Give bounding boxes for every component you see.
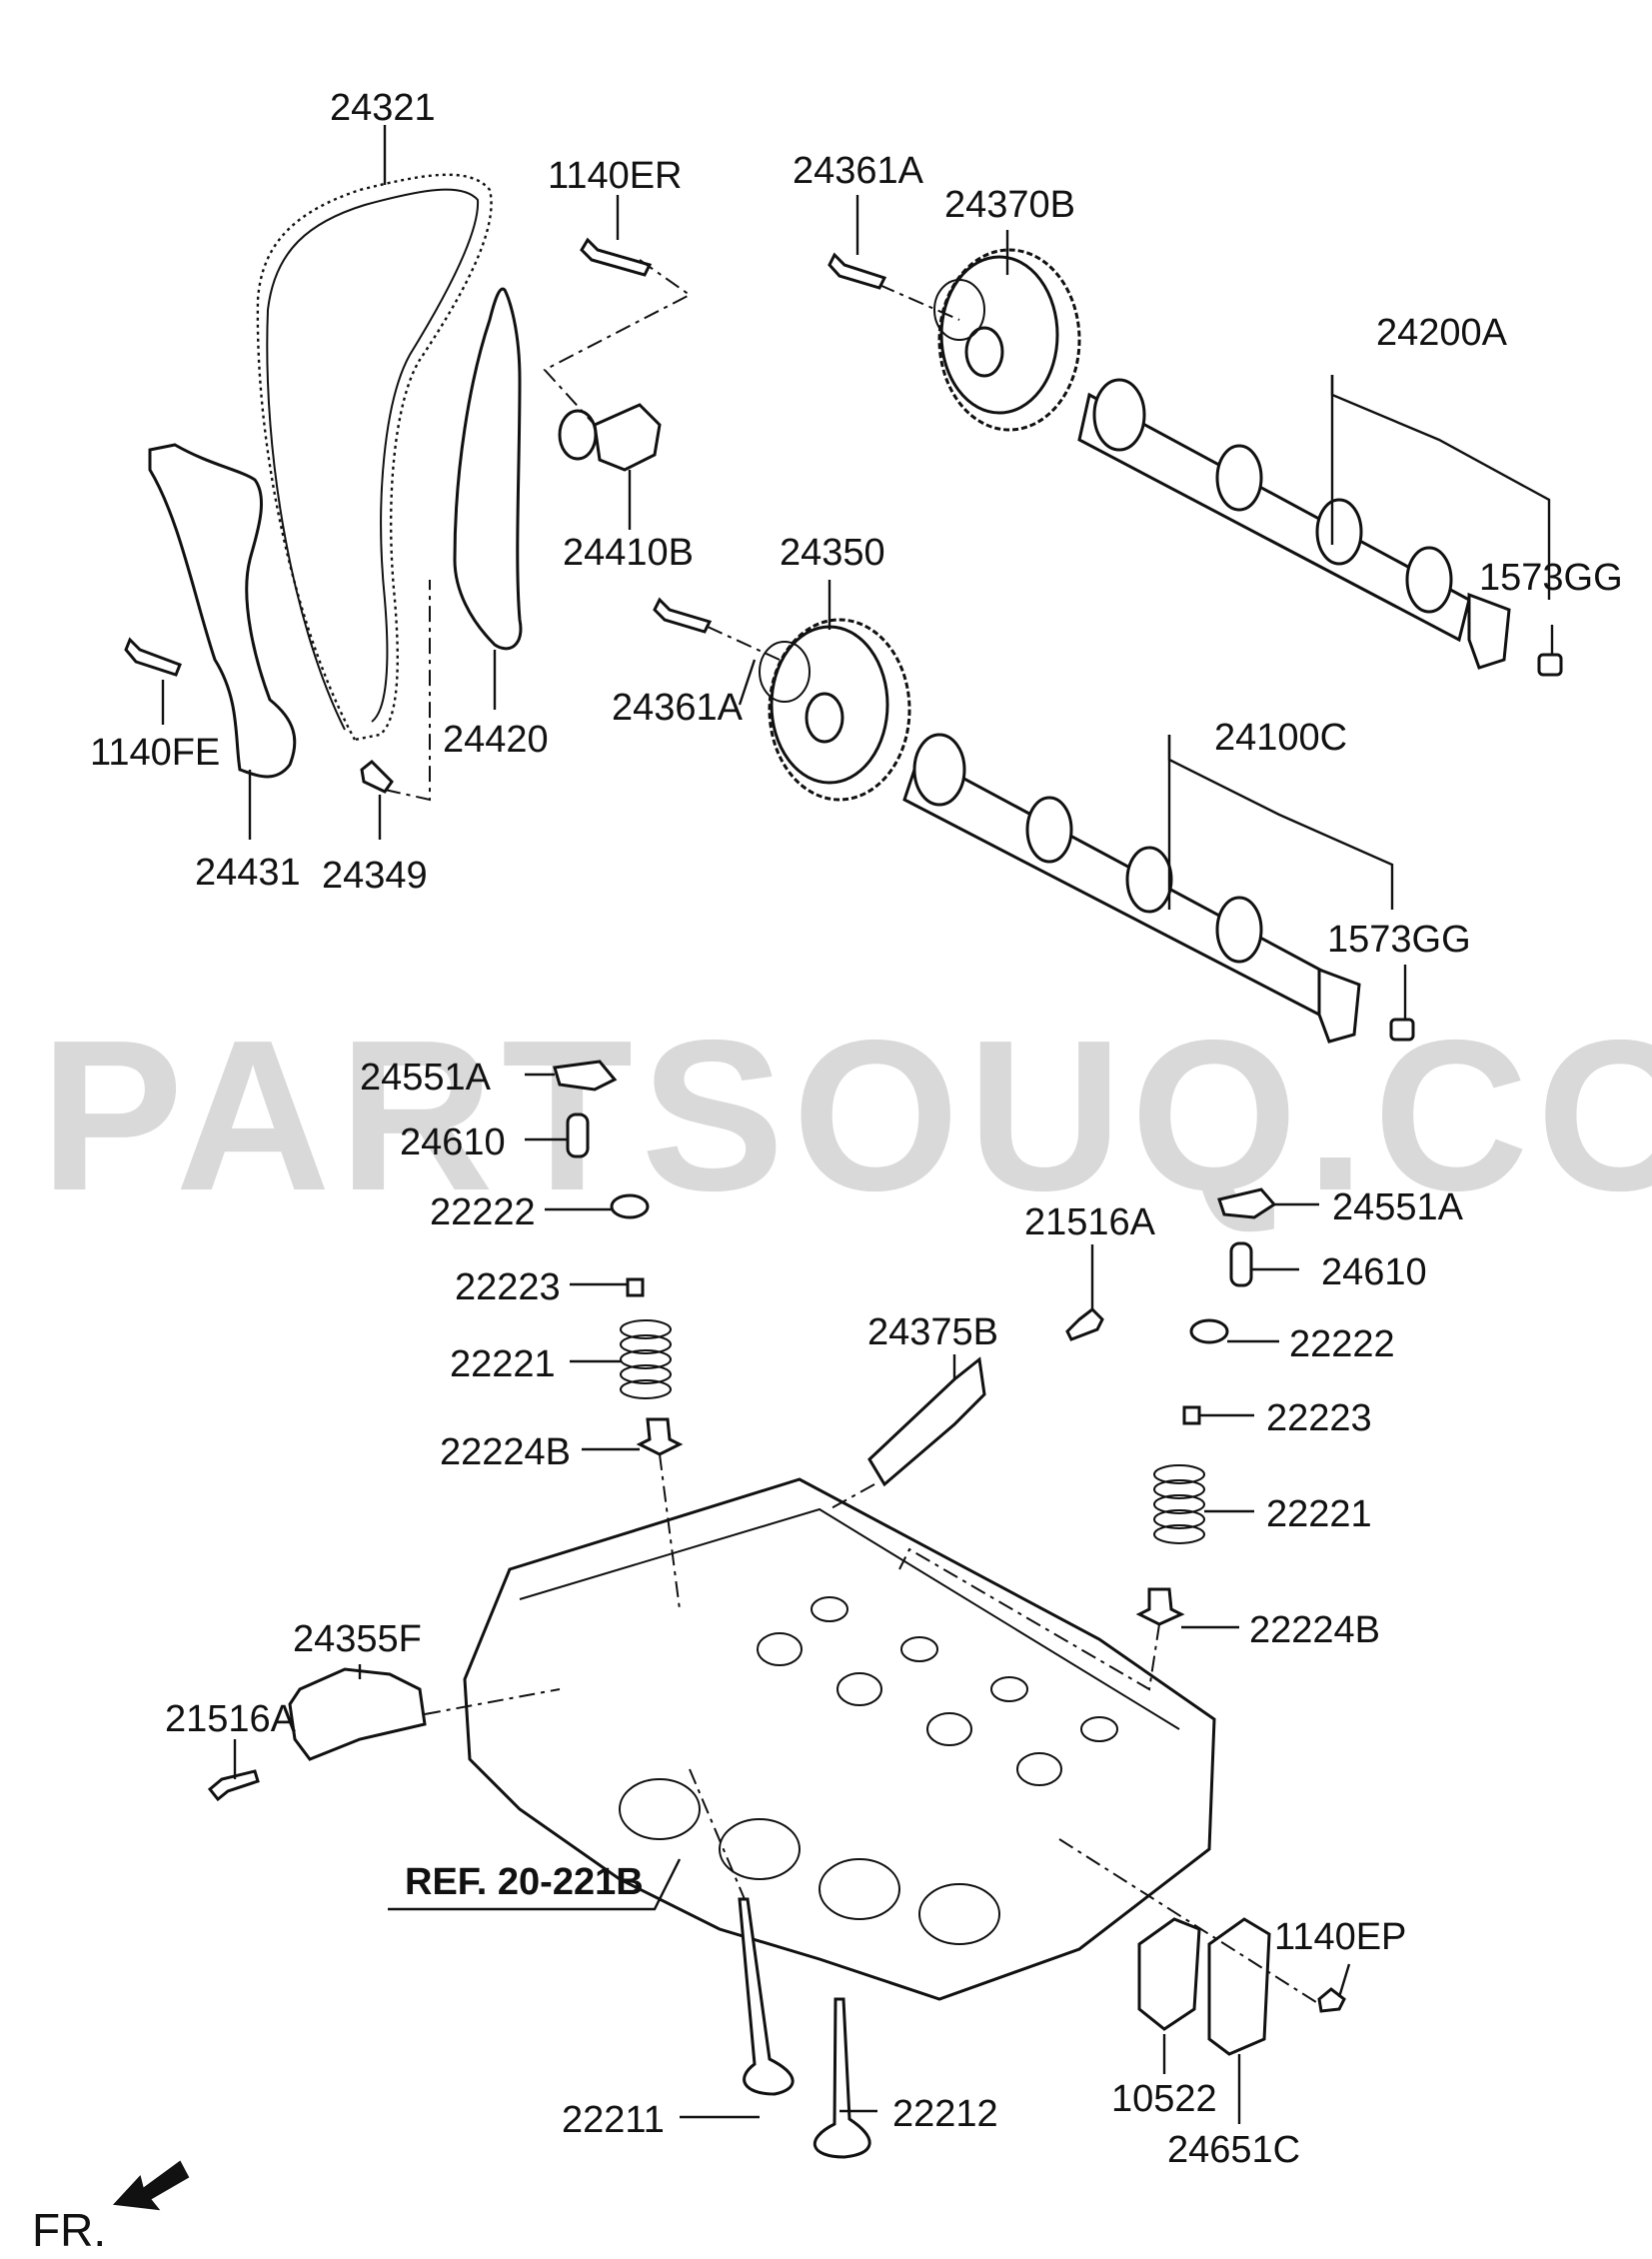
label-24610-left: 24610: [400, 1122, 506, 1163]
watermark: PARTSOUQ.COM: [40, 995, 1652, 1235]
valve-seal-right: [1135, 1587, 1185, 1626]
label-1140ep: 1140EP: [1274, 1916, 1406, 1958]
label-24350: 24350: [780, 532, 885, 574]
tensioner-arm: [148, 443, 297, 779]
label-22221-left: 22221: [450, 1343, 556, 1385]
bolt-1140fe: [124, 637, 182, 677]
label-24200a: 24200A: [1376, 312, 1508, 354]
plug-1573gg-top: [1537, 653, 1563, 677]
label-22223-left: 22223: [455, 1266, 561, 1308]
camshaft-sprocket-24350: [759, 618, 911, 802]
label-10522: 10522: [1111, 2078, 1217, 2120]
cover-24651c: [1207, 1917, 1271, 2056]
label-24355f: 24355F: [293, 1618, 422, 1660]
cylinder-head: [463, 1477, 1216, 2001]
retainer-right: [1189, 1318, 1229, 1344]
reference-label: REF. 20-221B: [405, 1861, 644, 1903]
rocker-arm-left: [553, 1060, 618, 1092]
cotter-left: [626, 1277, 645, 1297]
leader-lines: [161, 125, 1554, 2124]
camshaft-sprocket-24370b: [933, 248, 1081, 432]
bolt-24361a-top: [827, 252, 887, 290]
camshaft-24100c: [902, 733, 1361, 1044]
label-24370b: 24370B: [944, 184, 1075, 226]
timing-chain: [256, 173, 493, 742]
label-21516a-right: 21516A: [1024, 1201, 1156, 1243]
retainer-left: [610, 1193, 650, 1219]
rocker-arm-right: [1217, 1187, 1277, 1219]
label-22224b-left: 22224B: [440, 1431, 571, 1473]
label-24551a-right: 24551A: [1332, 1186, 1464, 1228]
label-1140fe: 1140FE: [90, 732, 220, 774]
label-24321: 24321: [330, 87, 436, 129]
lash-adjuster-right: [1229, 1241, 1253, 1287]
label-21516a-left: 21516A: [165, 1698, 297, 1740]
label-24651c: 24651C: [1167, 2129, 1300, 2171]
label-1573gg-mid: 1573GG: [1327, 919, 1471, 961]
label-24610-right: 24610: [1321, 1251, 1427, 1293]
label-22221-right: 22221: [1266, 1493, 1372, 1535]
cotter-right: [1182, 1405, 1201, 1425]
label-24420: 24420: [443, 719, 549, 761]
exhaust-valve-22212: [813, 1997, 871, 2159]
label-22222-left: 22222: [430, 1191, 536, 1233]
label-24361a-top: 24361A: [793, 150, 924, 192]
label-24375b: 24375B: [867, 1311, 998, 1353]
label-24349: 24349: [322, 855, 428, 897]
label-22212: 22212: [892, 2093, 998, 2135]
bolt-24361a-mid: [653, 597, 713, 634]
bolt-1140er: [580, 237, 653, 277]
oil-control-valve-24355f: [288, 1667, 427, 1761]
label-1573gg-top: 1573GG: [1479, 557, 1623, 599]
label-22223-right: 22223: [1266, 1397, 1372, 1439]
bolt-1140ep: [1317, 1987, 1346, 2013]
chain-guide-right: [453, 287, 523, 651]
front-direction-arrow-icon: [112, 2160, 190, 2211]
gasket-10522: [1137, 1917, 1201, 2031]
front-marker-label: FR.: [32, 2204, 106, 2256]
label-24410b: 24410B: [563, 532, 694, 574]
chain-tensioner: [558, 403, 662, 472]
bolt-21516a-left: [207, 1769, 260, 1802]
label-1140er: 1140ER: [548, 155, 683, 197]
label-24361a-mid: 24361A: [612, 687, 744, 729]
valve-spring-left: [620, 1319, 672, 1399]
label-22222-right: 22222: [1289, 1323, 1395, 1365]
valve-seal-left: [636, 1417, 684, 1456]
plug-1573gg-mid: [1389, 1018, 1415, 1042]
label-24551a-left: 24551A: [360, 1057, 492, 1099]
oil-control-valve-24375b: [867, 1356, 986, 1487]
pin-24349: [360, 759, 394, 794]
camshaft-24200a: [1077, 378, 1511, 670]
label-22211: 22211: [562, 2099, 665, 2141]
bolt-21516a-right: [1065, 1307, 1104, 1341]
lash-adjuster-left: [566, 1113, 590, 1158]
valve-spring-right: [1153, 1464, 1205, 1544]
label-24431: 24431: [195, 852, 301, 894]
label-24100c: 24100C: [1214, 717, 1347, 759]
intake-valve-22211: [738, 1897, 795, 2096]
label-22224b-right: 22224B: [1249, 1609, 1380, 1651]
